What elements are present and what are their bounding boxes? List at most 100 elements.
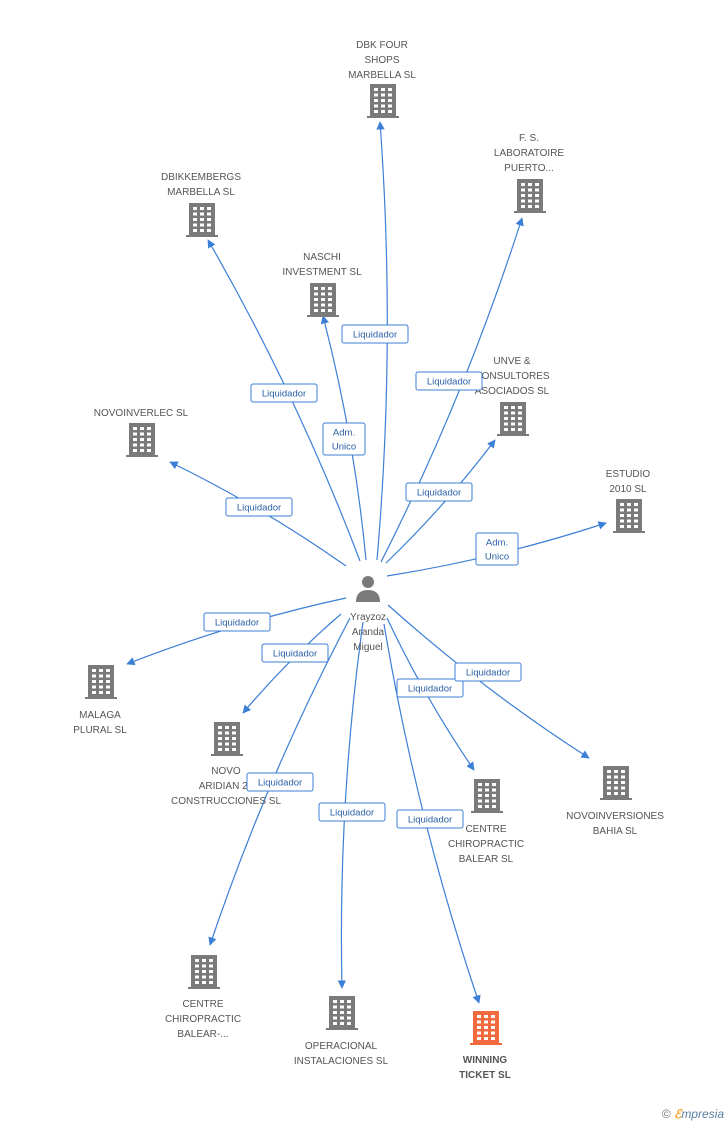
relation-badge-box (318, 802, 386, 822)
empresia-logo-text: mpresia (681, 1107, 724, 1121)
company-node-novoinverlec[interactable]: NOVOINVERLEC SL (94, 408, 189, 457)
relation-label: Liquidador (408, 815, 452, 826)
relation-badge-unve[interactable]: Liquidador (405, 482, 473, 502)
relation-badge-box (341, 324, 409, 344)
relation-badge-box (396, 809, 464, 829)
company-label-line: NOVO (211, 766, 241, 777)
company-label-line: INSTALACIONES SL (294, 1056, 389, 1067)
building-icon (514, 179, 546, 213)
company-label-line: DBK FOUR (356, 40, 408, 51)
relation-badge-box (475, 532, 519, 566)
building-icon (600, 766, 632, 800)
relation-badge-estudio-2010[interactable]: Adm. Unico (475, 532, 519, 566)
company-node-operacional[interactable]: OPERACIONAL INSTALACIONES SL (294, 996, 389, 1067)
company-node-fs-laboratoire[interactable]: F. S. LABORATOIRE PUERTO... (494, 133, 565, 213)
relation-label: Liquidador (427, 377, 471, 388)
relation-badge-box (261, 643, 329, 663)
building-icon (307, 283, 339, 317)
company-label-line: CENTRE (465, 824, 506, 835)
building-icon (470, 1011, 502, 1045)
relation-badge-box (415, 371, 483, 391)
relation-label: Liquidador (330, 808, 374, 819)
company-label-line: PUERTO... (504, 163, 554, 174)
edge-novoinversiones (387, 604, 590, 759)
building-icon (186, 203, 218, 237)
edge-fs-laboratoire (380, 217, 524, 563)
relation-badge-novoinverlec[interactable]: Liquidador (225, 497, 293, 517)
relation-badge-winning-ticket[interactable]: Liquidador (396, 809, 464, 829)
company-label-line: CONSULTORES (474, 371, 550, 382)
relation-label: Liquidador (262, 389, 306, 400)
company-label-line: BAHIA SL (593, 826, 638, 837)
relation-badge-box (454, 662, 522, 682)
company-label-line: ESTUDIO (606, 469, 651, 480)
relation-badge-dbikkembergs[interactable]: Liquidador (250, 383, 318, 403)
building-icon (497, 402, 529, 436)
relation-badge-centre-chiro-2[interactable]: Liquidador (246, 772, 314, 792)
relation-badge-malaga-plural[interactable]: Liquidador (203, 612, 271, 632)
company-node-naschi[interactable]: NASCHI INVESTMENT SL (282, 252, 362, 317)
building-icon (85, 665, 117, 699)
company-node-novoinversiones[interactable]: NOVOINVERSIONES BAHIA SL (566, 766, 664, 837)
person-name-line: Yrayzoz (350, 612, 386, 623)
relation-badge-novoinversiones[interactable]: Liquidador (454, 662, 522, 682)
building-icon (211, 722, 243, 756)
relation-label: Adm. (333, 428, 355, 439)
company-label-line: CONSTRUCCIONES SL (171, 796, 281, 807)
relation-badge-operacional[interactable]: Liquidador (318, 802, 386, 822)
company-label-line: BALEAR-... (177, 1029, 228, 1040)
company-node-centre-chiro-2[interactable]: CENTRECHIROPRACTICBALEAR-... (165, 955, 241, 1040)
person-name-line: Aranda (352, 627, 385, 638)
building-icon (367, 84, 399, 118)
company-node-estudio-2010[interactable]: ESTUDIO 2010 SL (606, 469, 651, 533)
company-label-line: 2010 SL (609, 484, 647, 495)
company-label-line: BALEAR SL (459, 854, 514, 865)
relation-badge-centre-chiro-1[interactable]: Liquidador (396, 678, 464, 698)
company-label-line: PLURAL SL (73, 725, 127, 736)
edges-layer (126, 121, 607, 1004)
company-label-line: NOVOINVERLEC SL (94, 408, 189, 419)
relation-badge-box (203, 612, 271, 632)
relation-badge-fs-laboratoire[interactable]: Liquidador (415, 371, 483, 391)
company-label-line: LABORATOIRE (494, 148, 565, 159)
company-label-line: TICKET SL (459, 1070, 511, 1081)
relation-label: Liquidador (273, 649, 317, 660)
company-node-winning-ticket[interactable]: WINNING TICKET SL (459, 1011, 511, 1081)
relation-badge-naschi[interactable]: Adm.Unico (322, 422, 366, 456)
relation-badge-novo-aridian[interactable]: Liquidador (261, 643, 329, 663)
edge-unve (385, 439, 496, 564)
relation-label: Liquidador (237, 503, 281, 514)
relation-badge-box (225, 497, 293, 517)
company-label-line: MARBELLA SL (348, 70, 416, 81)
relation-badge-box (405, 482, 473, 502)
company-node-malaga-plural[interactable]: MALAGA PLURAL SL (73, 665, 127, 736)
empresia-brand[interactable]: © ℰmpresia (662, 1107, 724, 1121)
relation-label: Liquidador (353, 330, 397, 341)
relation-label: Adm. (486, 538, 508, 549)
company-label-line: CENTRE (182, 999, 223, 1010)
building-icon (126, 423, 158, 457)
relation-badge-dbk-four[interactable]: Liquidador (341, 324, 409, 344)
company-label-line: INVESTMENT SL (282, 267, 362, 278)
relation-label: Liquidador (466, 668, 510, 679)
empresia-logo-mark: ℰ (674, 1107, 682, 1121)
person-name-line: Miguel (353, 642, 382, 653)
company-label-line: MALAGA (79, 710, 121, 721)
company-label-line: WINNING (463, 1055, 508, 1066)
company-label-line: F. S. (519, 133, 539, 144)
company-label-line: OPERACIONAL (305, 1041, 378, 1052)
company-label-line: NASCHI (303, 252, 341, 263)
relation-label: Liquidador (215, 618, 259, 629)
relation-badge-box (396, 678, 464, 698)
company-label-line: MARBELLA SL (167, 187, 235, 198)
relation-label: Unico (485, 552, 509, 563)
company-label-line: NOVOINVERSIONES (566, 811, 664, 822)
